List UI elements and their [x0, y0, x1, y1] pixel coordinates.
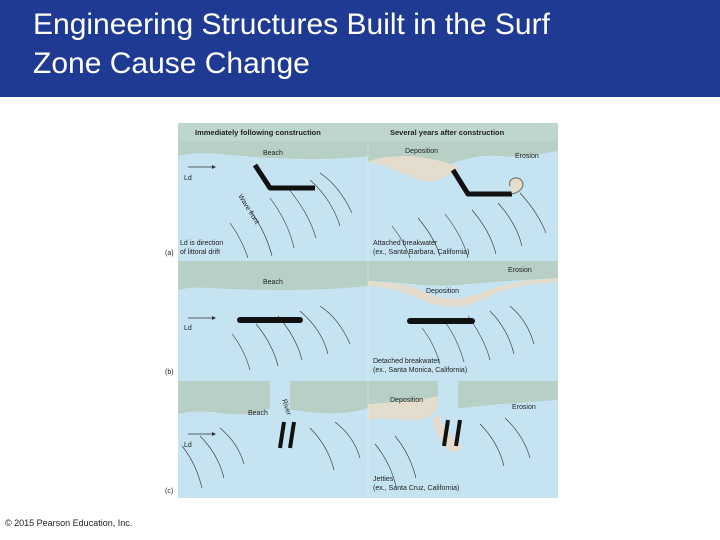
header-right: Several years after construction: [390, 128, 505, 137]
panel-a-deposition-sand: [368, 156, 460, 182]
panel-a: Beach Ld Wave front Ld is direction of l…: [165, 141, 558, 261]
panel-c-caption-2: (ex., Santa Cruz, California): [373, 485, 459, 492]
panel-c-jetty-left-2: [288, 421, 296, 449]
slide-title-line-2: Zone Cause Change: [33, 47, 310, 80]
panel-c-right-beach-east: [458, 381, 558, 408]
panel-b-ld-label: Ld: [184, 325, 192, 332]
panel-a-left-waves: [229, 172, 353, 259]
panel-c-left-beach-east: [290, 381, 368, 414]
panel-a-left-beach: [178, 141, 368, 160]
panel-c-erosion-label: Erosion: [512, 404, 536, 411]
panel-c-beach-label: Beach: [248, 410, 268, 417]
surf-zone-structures-figure: Immediately following construction Sever…: [160, 118, 560, 500]
panel-c-deposition-label: Deposition: [390, 397, 423, 404]
title-bar: Engineering Structures Built in the Surf…: [0, 0, 720, 97]
panel-b: Beach Ld (b) Deposition Erosion Detached…: [165, 261, 558, 381]
panel-c-jetty-right-2: [454, 419, 462, 447]
slide-title-line-1: Engineering Structures Built in the Surf: [33, 8, 550, 41]
panel-c-right-beach-west: [368, 381, 438, 404]
panel-a-breakwater-right: [450, 168, 512, 197]
panel-a-caption-1: Attached breakwater: [373, 240, 438, 247]
panel-a-caption-2: (ex., Santa Barbara, California): [373, 249, 470, 256]
panel-a-sand-spit: [509, 177, 524, 195]
panel-a-ld-arrowhead: [212, 165, 216, 169]
panel-c-right-waves: [374, 417, 531, 487]
panel-b-beach-label: Beach: [263, 279, 283, 286]
panel-c-left-waves: [181, 421, 361, 489]
copyright-notice: © 2015 Pearson Education, Inc.: [5, 518, 133, 528]
panel-a-ld-note-2: of littoral drift: [180, 249, 220, 256]
panel-a-ld-label: Ld: [184, 175, 192, 182]
panel-c: Beach River Ld (c) Deposition Erosion Je…: [165, 381, 558, 498]
panel-a-ld-note-1: Ld is direction: [180, 240, 223, 247]
panel-b-caption-1: Detached breakwater: [373, 358, 440, 365]
panel-b-ld-arrowhead: [212, 316, 216, 320]
panel-c-river-right: [438, 381, 458, 436]
panel-b-left-beach: [178, 261, 368, 290]
panel-a-right-waves: [391, 192, 547, 259]
panel-c-ld-arrowhead: [212, 432, 216, 436]
panel-a-erosion-label: Erosion: [515, 153, 539, 160]
panel-c-river-left: [270, 381, 290, 430]
panel-c-river-label: River: [280, 398, 292, 416]
panel-b-caption-2: (ex., Santa Monica, California): [373, 367, 467, 374]
panel-c-jetty-left-1: [278, 421, 286, 449]
panel-b-erosion-label: Erosion: [508, 267, 532, 274]
panel-b-deposition-sand: [368, 278, 558, 307]
panel-a-beach-label: Beach: [263, 150, 283, 157]
panel-a-breakwater-left: [252, 163, 315, 191]
panel-a-letter: (a): [165, 250, 174, 257]
panel-b-deposition-label: Deposition: [426, 288, 459, 295]
panel-c-jetty-right-1: [442, 419, 450, 447]
panel-a-deposition-label: Deposition: [405, 148, 438, 155]
header-left: Immediately following construction: [195, 128, 321, 137]
panel-b-right-beach: [368, 261, 558, 286]
panel-b-letter: (b): [165, 369, 174, 376]
figure-header-bar: [178, 123, 558, 141]
panel-c-ld-label: Ld: [184, 442, 192, 449]
panel-c-left-beach-west: [178, 381, 270, 415]
panel-c-letter: (c): [165, 488, 173, 495]
panel-c-caption-1: Jetties: [373, 476, 394, 483]
